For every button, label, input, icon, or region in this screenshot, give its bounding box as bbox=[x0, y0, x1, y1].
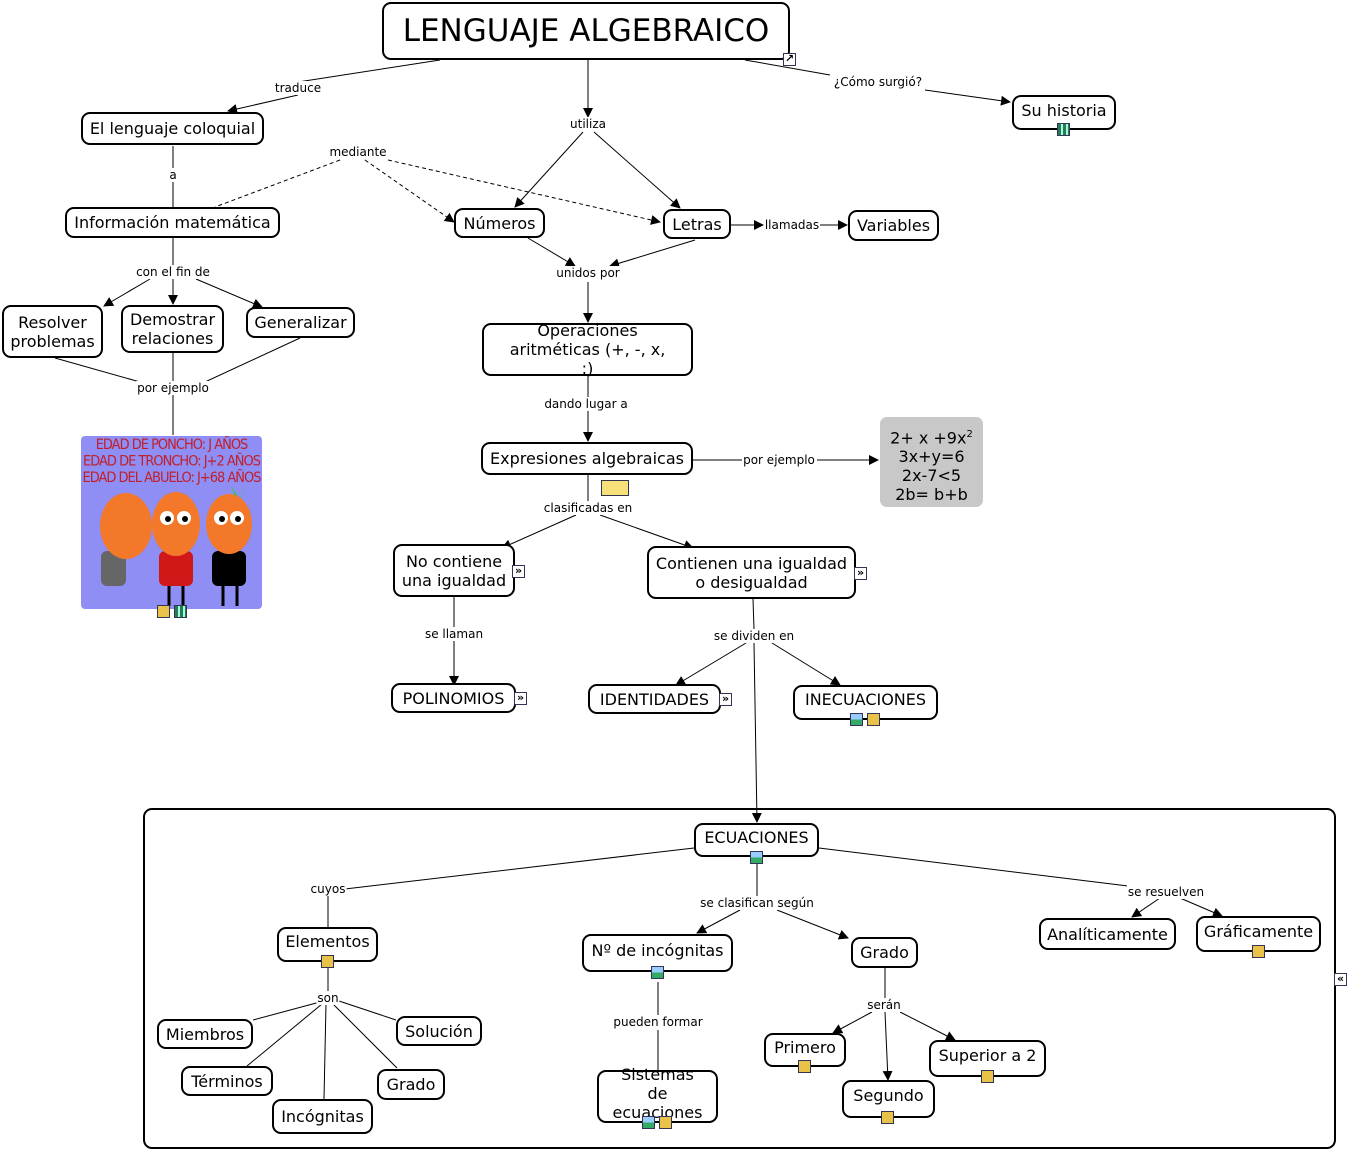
node-incognitas[interactable]: Incógnitas bbox=[272, 1099, 373, 1134]
node-operaciones[interactable]: Operaciones aritméticas (+, -, x, :) bbox=[482, 321, 693, 378]
link-label: a bbox=[168, 168, 178, 182]
link-label: cuyos bbox=[309, 882, 347, 896]
document-icon[interactable] bbox=[1252, 945, 1265, 958]
link-label: con el fin de bbox=[135, 265, 211, 279]
formula-3: 2x-7<5 bbox=[901, 466, 962, 486]
image-icon[interactable] bbox=[750, 851, 763, 864]
node-terminos[interactable]: Términos bbox=[181, 1066, 273, 1096]
link-label: utiliza bbox=[569, 117, 607, 131]
note-icon[interactable] bbox=[601, 480, 629, 496]
node-generalizar[interactable]: Generalizar bbox=[246, 307, 355, 338]
image-icon[interactable] bbox=[850, 713, 863, 726]
node-analiticamente[interactable]: Analíticamente bbox=[1039, 918, 1176, 950]
ecuaciones-container bbox=[143, 808, 1336, 1149]
node-polinomios[interactable]: POLINOMIOS bbox=[391, 683, 516, 713]
cartoon-characters-icon bbox=[100, 486, 252, 606]
video-icon[interactable] bbox=[1057, 123, 1070, 136]
node-demostrar[interactable]: Demostrar relaciones bbox=[121, 305, 224, 353]
node-n-incognitas[interactable]: Nº de incógnitas bbox=[582, 934, 733, 972]
link-arrow-icon[interactable]: ↗ bbox=[783, 52, 796, 66]
node-resolver[interactable]: Resolver problemas bbox=[2, 305, 103, 358]
link-label: ¿Cómo surgió? bbox=[832, 75, 924, 89]
formula-1: 2+ x +9x2 bbox=[890, 428, 973, 448]
link-label: pueden formar bbox=[612, 1015, 704, 1029]
link-label: serán bbox=[866, 998, 902, 1012]
collapse-icon[interactable]: « bbox=[1334, 973, 1347, 986]
link-label: por ejemplo bbox=[136, 381, 210, 395]
document-icon[interactable] bbox=[881, 1111, 894, 1124]
node-igualdad[interactable]: Contienen una igualdad o desigualdad bbox=[647, 546, 856, 599]
node-solucion[interactable]: Solución bbox=[396, 1016, 482, 1046]
node-sistemas[interactable]: Sistemas de ecuaciones bbox=[597, 1065, 718, 1123]
node-variables[interactable]: Variables bbox=[848, 210, 939, 241]
document-icon[interactable] bbox=[798, 1060, 811, 1073]
link-label: clasificadas en bbox=[542, 501, 634, 515]
image-icon[interactable] bbox=[651, 966, 664, 979]
link-label: traduce bbox=[273, 81, 323, 95]
node-miembros[interactable]: Miembros bbox=[157, 1019, 253, 1049]
link-label: por ejemplo bbox=[742, 453, 816, 467]
link-label: unidos por bbox=[555, 266, 621, 280]
formula-examples: 2+ x +9x2 3x+y=6 2x-7<5 2b= b+b bbox=[880, 417, 983, 507]
link-label: mediante bbox=[328, 145, 388, 159]
title-node[interactable]: LENGUAJE ALGEBRAICO bbox=[382, 2, 790, 60]
node-identidades[interactable]: IDENTIDADES bbox=[588, 684, 721, 714]
document-icon[interactable] bbox=[867, 713, 880, 726]
node-numeros[interactable]: Números bbox=[454, 208, 545, 238]
node-grado[interactable]: Grado bbox=[851, 937, 918, 968]
link-label: se dividen en bbox=[712, 629, 796, 643]
node-grado-2[interactable]: Grado bbox=[377, 1069, 445, 1100]
link-label: llamadas bbox=[763, 218, 821, 232]
link-label: se llaman bbox=[423, 627, 485, 641]
document-icon[interactable] bbox=[157, 605, 170, 618]
document-icon[interactable] bbox=[659, 1116, 672, 1129]
formula-4: 2b= b+b bbox=[895, 485, 968, 505]
document-icon[interactable] bbox=[321, 955, 334, 968]
link-label: se resuelven bbox=[1126, 885, 1206, 899]
node-letras[interactable]: Letras bbox=[663, 209, 731, 239]
node-no-igualdad[interactable]: No contiene una igualdad bbox=[393, 544, 515, 597]
expand-icon[interactable]: » bbox=[854, 567, 867, 580]
formula-2: 3x+y=6 bbox=[898, 447, 965, 467]
node-coloquial[interactable]: El lenguaje coloquial bbox=[81, 112, 264, 145]
node-informacion[interactable]: Información matemática bbox=[65, 207, 280, 238]
node-inecuaciones[interactable]: INECUACIONES bbox=[793, 685, 938, 720]
document-icon[interactable] bbox=[981, 1070, 994, 1083]
link-label: dando lugar a bbox=[543, 397, 629, 411]
image-icon[interactable] bbox=[642, 1116, 655, 1129]
link-label: se clasifican según bbox=[699, 896, 815, 910]
expand-icon[interactable]: » bbox=[719, 693, 732, 706]
video-icon[interactable] bbox=[174, 605, 187, 618]
expand-icon[interactable]: » bbox=[514, 692, 527, 705]
expand-icon[interactable]: » bbox=[512, 565, 525, 578]
node-expresiones[interactable]: Expresiones algebraicas bbox=[481, 442, 693, 475]
link-label: son bbox=[316, 991, 340, 1005]
